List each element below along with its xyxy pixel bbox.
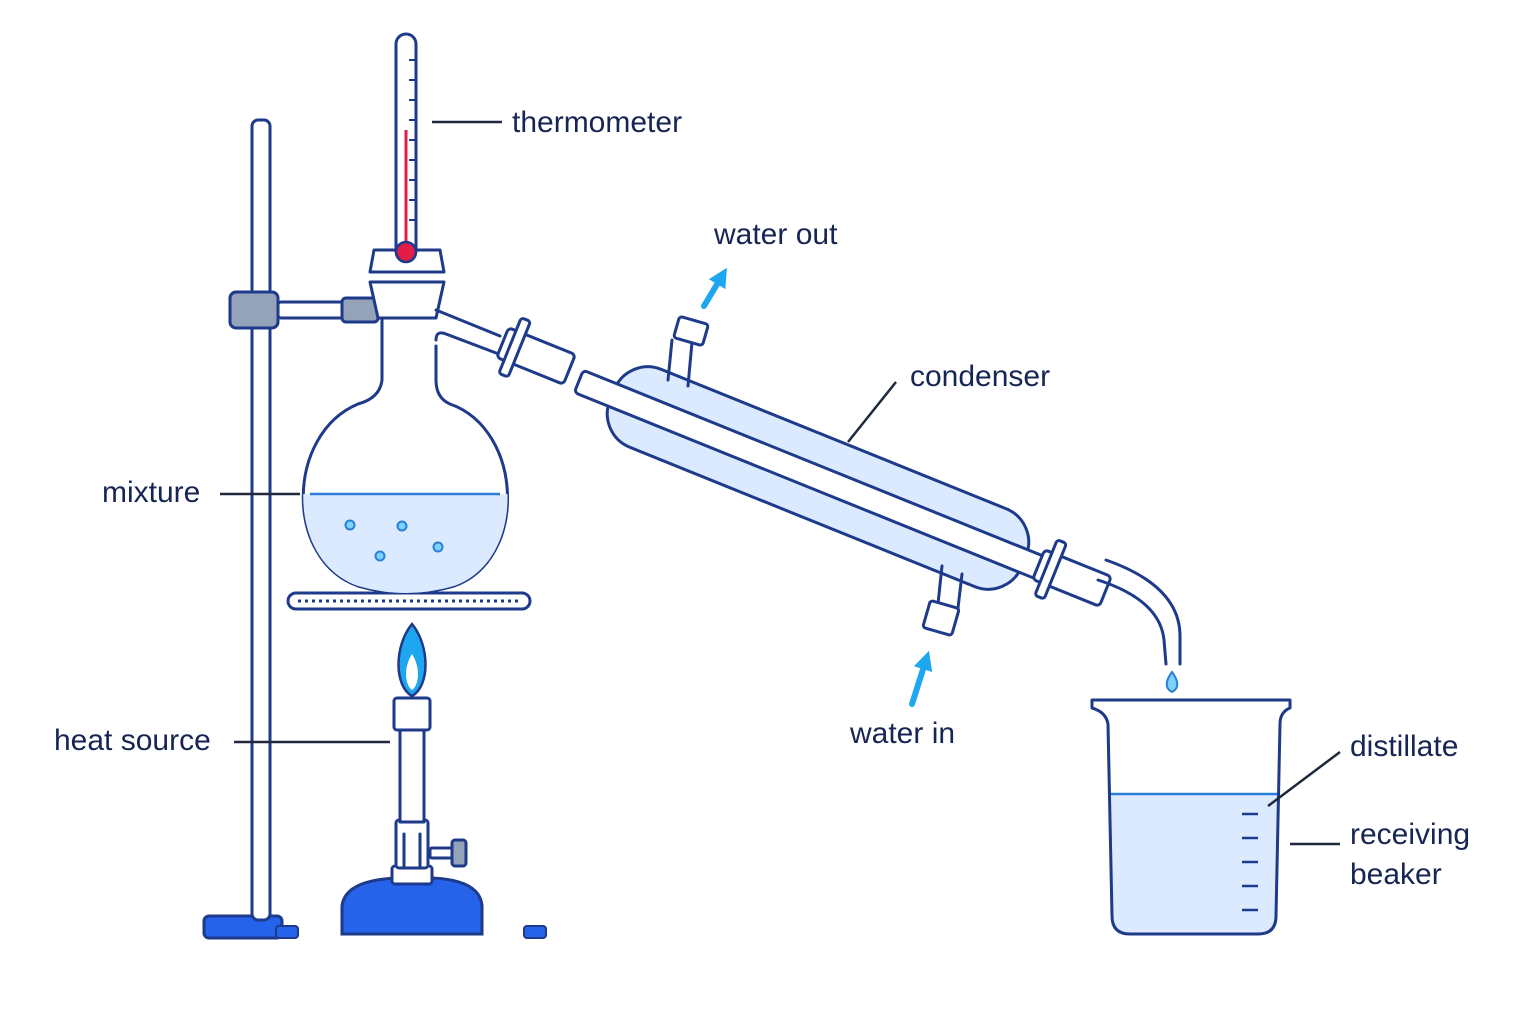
condenser-assembly <box>434 308 1182 694</box>
label-condenser: condenser <box>910 360 1050 393</box>
label-water-in: water in <box>849 717 955 750</box>
water-out-nozzle <box>672 315 710 347</box>
label-receiving: receiving <box>1350 818 1470 851</box>
label-water-out: water out <box>713 218 838 251</box>
condenser-leader <box>847 381 897 443</box>
stand-base <box>202 914 284 940</box>
thermometer-bulb <box>394 240 418 264</box>
label-distillate: distillate <box>1350 730 1458 763</box>
droplet-icon <box>1165 670 1179 694</box>
label-thermometer: thermometer <box>512 106 682 139</box>
mixture-liquid <box>303 494 508 593</box>
condenser-inner-tube <box>573 369 1064 587</box>
burner-barrel <box>398 726 426 824</box>
bunsen-burner <box>340 622 484 936</box>
stand-rod <box>250 118 272 922</box>
retort-stand <box>202 118 380 940</box>
distillate-leader <box>1267 751 1341 807</box>
boss-head <box>228 290 280 330</box>
distillate-liquid <box>1110 794 1278 934</box>
label-mixture: mixture <box>102 476 200 509</box>
water-out-arrow-icon <box>701 267 727 309</box>
receiving-beaker <box>1090 698 1292 936</box>
round-bottom-flask <box>301 248 518 595</box>
wire-gauze <box>286 591 532 611</box>
water-in-arrow-icon <box>909 650 933 707</box>
clamp-jaw <box>340 296 380 324</box>
flask-stopper <box>368 280 446 320</box>
label-beaker: beaker <box>1350 858 1442 891</box>
water-in-nozzle <box>921 599 961 637</box>
beaker-outline <box>1090 698 1292 936</box>
tripod-stand <box>275 591 547 939</box>
clamp-arm <box>276 300 346 320</box>
burner-base <box>340 876 484 936</box>
thermometer <box>394 32 418 264</box>
gas-valve-knob <box>450 838 468 868</box>
label-heat-source: heat source <box>54 724 211 757</box>
